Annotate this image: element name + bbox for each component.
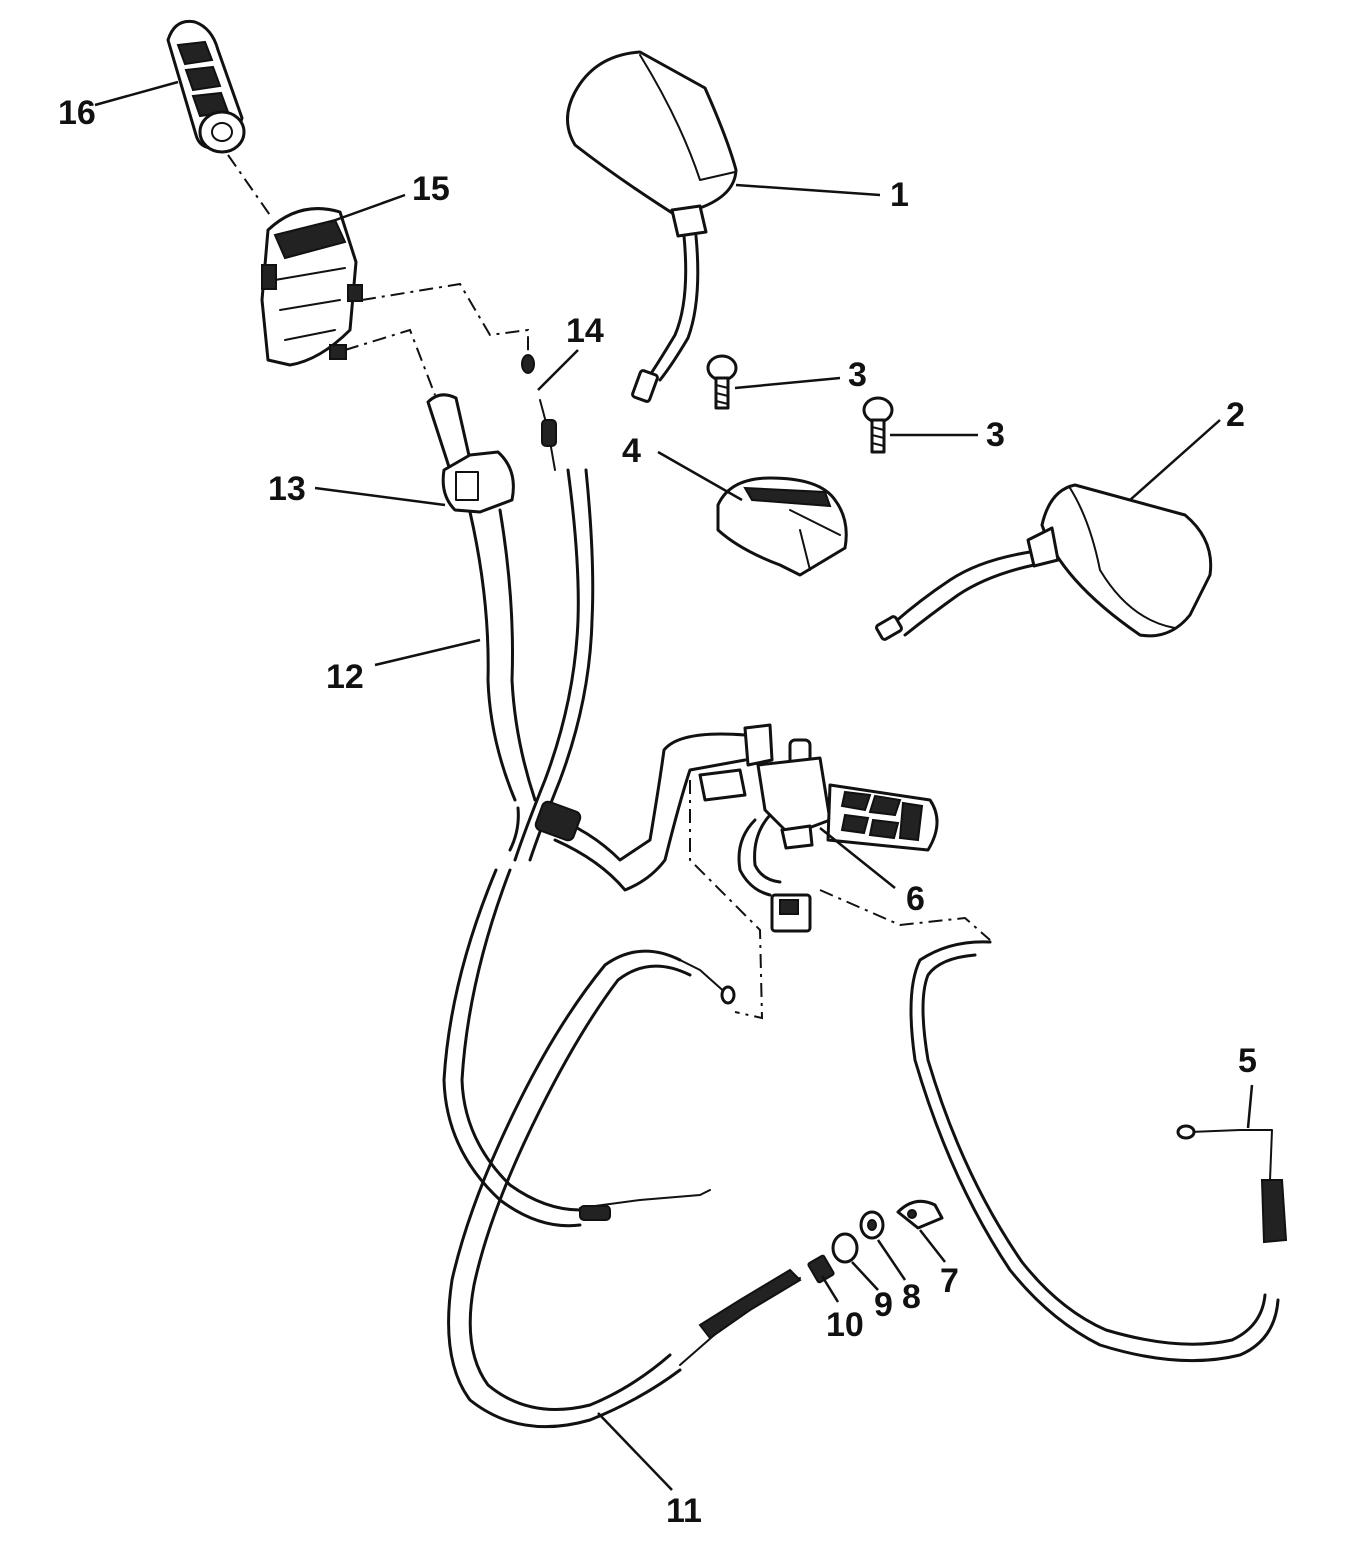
leader-4 [657,450,743,502]
callout-16: 16 [58,94,96,132]
callout-9: 9 [874,1286,893,1324]
callout-1: 1 [890,176,909,214]
leader-11 [597,1412,673,1491]
callout-5: 5 [1238,1042,1257,1080]
mirror-2 [875,483,1213,641]
leader-3a [734,376,841,390]
leader-10 [820,1275,840,1303]
right-switch-route-line-b [819,889,991,941]
callout-14: 14 [566,312,604,350]
callout-11: 11 [666,1492,702,1530]
right-switch-assembly [698,723,832,850]
left-switch-housing [260,207,363,367]
leader-13 [314,486,446,507]
callout-15: 15 [412,170,450,208]
leader-16 [94,80,179,107]
bolt-3a [706,354,738,410]
left-brake-lever [426,393,515,514]
adjuster-bolt-10 [807,1254,835,1284]
throttle-cable-right [909,940,1288,1363]
leader-6 [819,827,896,889]
right-grip [826,783,939,852]
grip-axis-line [227,154,273,219]
mirror-1 [566,50,738,403]
callout-3a: 3 [848,356,867,394]
leader-8 [876,1239,907,1281]
callout-8: 8 [902,1278,921,1316]
washer-8 [859,1210,885,1240]
cable-holder-7 [896,1199,944,1230]
callout-3b: 3 [986,416,1005,454]
left-grip [166,19,246,154]
callout-13: 13 [268,470,306,508]
callout-10: 10 [826,1306,864,1344]
brake-cable-12 [442,508,711,1228]
switch-to-lever-route-line [344,328,436,396]
leader-1 [735,183,881,197]
leader-9 [851,1261,879,1291]
cable-end-14 [521,354,557,471]
switch-wire-route-line [361,282,529,352]
callout-6: 6 [906,880,925,918]
callout-2: 2 [1226,396,1245,434]
right-switch-wire [737,818,772,897]
leader-14 [537,349,579,391]
callout-7: 7 [940,1262,959,1300]
right-switch-route-line-a [689,780,764,1020]
leader-7 [919,1229,946,1263]
brake-cable-11 [447,949,802,1429]
leader-12 [374,638,481,667]
leader-5 [1246,1084,1254,1129]
callout-12: 12 [326,658,364,696]
right-switch-wire-inner [753,813,782,884]
bolt-3b [862,396,894,454]
handlebar-tube [534,732,747,892]
leader-15 [329,193,406,224]
lever-cable-route [513,468,595,862]
leader-2 [1129,419,1221,501]
connector-plug [770,893,812,933]
clamp-cover-4 [716,476,848,577]
callout-4: 4 [622,432,641,470]
nut-9 [831,1232,859,1264]
